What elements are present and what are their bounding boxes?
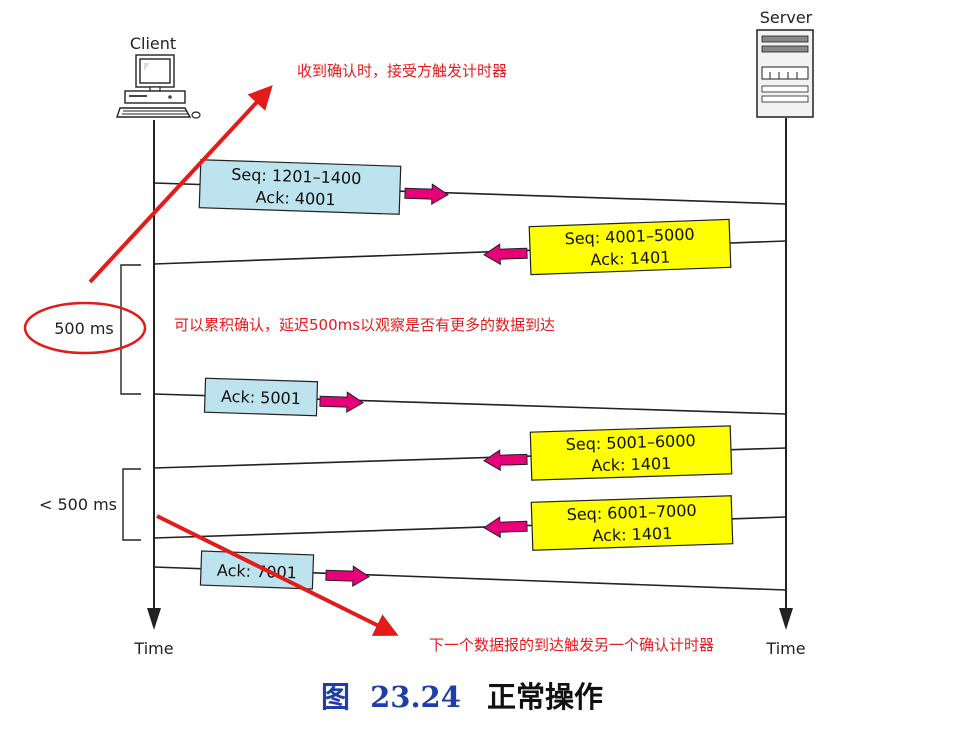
segment-2-seq: Seq: 4001–5000 bbox=[564, 225, 695, 249]
segment-2-ack: Ack: 1401 bbox=[590, 248, 671, 270]
segment-3-ack: Ack: 5001 bbox=[221, 387, 301, 409]
segment-box-4: Seq: 5001–6000 Ack: 1401 bbox=[529, 425, 733, 481]
segment-5-seq: Seq: 6001–7000 bbox=[566, 501, 697, 524]
timer-highlight-ellipse bbox=[23, 301, 147, 355]
server-icon bbox=[756, 29, 814, 118]
interval-bracket-1 bbox=[120, 264, 141, 395]
segment-box-2: Seq: 4001–5000 Ack: 1401 bbox=[528, 218, 732, 276]
segment-box-5: Seq: 6001–7000 Ack: 1401 bbox=[530, 495, 734, 551]
annotation-arrow-bottom bbox=[156, 514, 399, 636]
segment-direction-arrow-2 bbox=[483, 243, 528, 266]
annotation-top-text: 收到确认时，接受方触发计时器 bbox=[297, 62, 507, 80]
segment-1-seq: Seq: 1201–1400 bbox=[231, 165, 362, 188]
caption-prefix: 图 bbox=[321, 680, 350, 714]
client-label: Client bbox=[130, 34, 176, 53]
interval-label-500ms: 500 ms bbox=[54, 319, 114, 338]
annotation-arrow-top bbox=[88, 85, 273, 284]
segment-direction-arrow-5 bbox=[483, 516, 528, 539]
segment-box-1: Seq: 1201–1400 Ack: 4001 bbox=[198, 159, 402, 215]
caption-number: 23.24 bbox=[370, 680, 461, 714]
server-label: Server bbox=[760, 8, 813, 27]
time-label-client: Time bbox=[133, 639, 173, 658]
segment-direction-arrow-3 bbox=[319, 391, 364, 414]
client-timeline bbox=[147, 120, 161, 630]
annotation-middle-text: 可以累积确认，延迟500ms以观察是否有更多的数据到达 bbox=[174, 316, 555, 334]
segment-direction-arrow-1 bbox=[404, 183, 449, 206]
interval-label-lt-500ms: < 500 ms bbox=[39, 495, 117, 514]
caption-title: 正常操作 bbox=[487, 680, 603, 714]
time-label-server: Time bbox=[765, 639, 805, 658]
segment-direction-arrow-6 bbox=[325, 565, 370, 588]
segment-direction-arrow-4 bbox=[483, 449, 528, 472]
segment-4-seq: Seq: 5001–6000 bbox=[565, 431, 696, 454]
annotation-bottom-text: 下一个数据报的到达触发另一个确认计时器 bbox=[429, 636, 714, 654]
segment-box-3: Ack: 5001 bbox=[203, 377, 319, 417]
figure-caption: 图 23.24 正常操作 bbox=[321, 680, 603, 714]
segment-4-ack: Ack: 1401 bbox=[591, 454, 671, 476]
client-computer-icon bbox=[116, 54, 201, 119]
interval-bracket-2 bbox=[122, 468, 141, 541]
server-timeline bbox=[779, 118, 793, 630]
segment-5-ack: Ack: 1401 bbox=[592, 524, 673, 546]
segment-1-ack: Ack: 4001 bbox=[255, 188, 336, 210]
